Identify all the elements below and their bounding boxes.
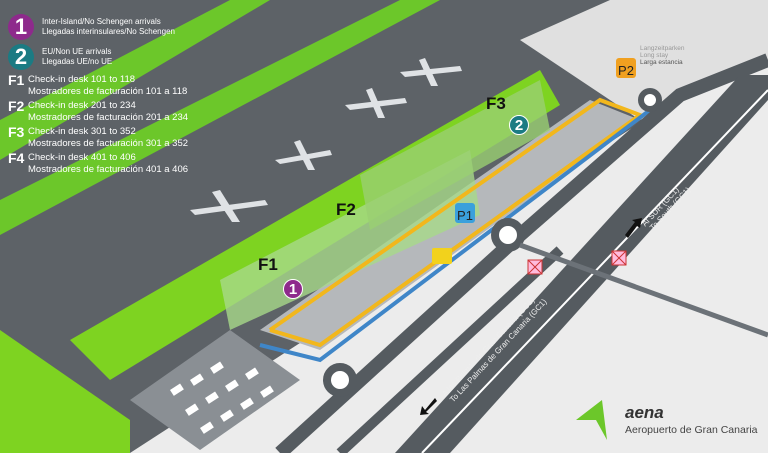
zone-f3-label: F3 [486,94,506,113]
legend-text: Llegadas UE/no UE [42,57,113,66]
checkin-es: Mostradores de facturación 101 a 118 [28,86,188,97]
checkin-code: F4 [8,150,25,166]
long-stay-de: Langzeitparken [640,45,685,52]
roundabout [638,88,662,112]
aena-logo-mark [576,400,607,440]
arrival-badge-1: 1 [8,14,34,40]
access-road [336,246,564,453]
airplane-icon [275,140,332,170]
roundabout [323,363,357,397]
green-corner [0,330,130,453]
airplane-icon [400,58,462,86]
arrival-pin-1: 1 [283,279,303,299]
checkin-code: F3 [8,124,25,140]
yellow-walkway [268,97,645,348]
legend-text: EU/Non UE arrivals [42,47,112,56]
logo-subtitle: Aeropuerto de Gran Canaria [625,424,758,436]
checkin-en: Check-in desk 101 to 118 [28,74,136,85]
green-area [0,0,440,235]
gc1-highway [395,75,768,453]
parking-p2-icon: P2 [616,58,636,78]
checkin-en: Check-in desk 201 to 234 [28,100,136,111]
logo-name: aena [625,403,664,422]
legend-text: Inter-Island/No Schengen arrivals [42,17,161,26]
bus-stop-icon [432,248,452,264]
long-stay-label: Langzeitparken Long stay Larga estancia [640,45,684,66]
checkin-code: F1 [8,72,25,88]
airplane-icon [345,88,407,118]
parking-spaces [170,361,274,434]
arrow-south-icon [625,218,642,238]
checkin-es: Mostradores de facturación 401 a 406 [28,164,189,175]
zone-f2-label: F2 [336,200,356,219]
long-stay-en: Long stay [640,52,669,59]
arrow-north-icon [420,398,437,415]
airplane-icon [190,190,268,222]
no-stopping-icon [527,259,543,275]
checkin-es: Mostradores de facturación 201 a 234 [28,112,189,123]
zone-f1-label: F1 [258,255,278,274]
checkin-en: Check-in desk 301 to 352 [28,126,136,137]
long-stay-es: Larga estancia [640,59,683,66]
access-road [275,53,768,453]
checkin-en: Check-in desk 401 to 406 [28,152,136,163]
legend-text: Llegadas interinsulares/No Schengen [42,27,175,36]
checkin-es: Mostradores de facturación 301 a 352 [28,138,189,149]
arrival-pin-2: 2 [509,115,529,135]
side-road [519,242,768,338]
green-area [0,0,270,160]
terminal-glass [360,80,550,230]
landside-ground [520,0,768,120]
roundabout [491,218,525,252]
no-stopping-icon [611,250,627,266]
arrival-badge-2: 2 [8,44,34,70]
parking-p1-icon: P1 [455,203,475,223]
parking-lot [130,330,300,450]
checkin-code: F2 [8,98,25,114]
blue-walkway [259,108,652,363]
